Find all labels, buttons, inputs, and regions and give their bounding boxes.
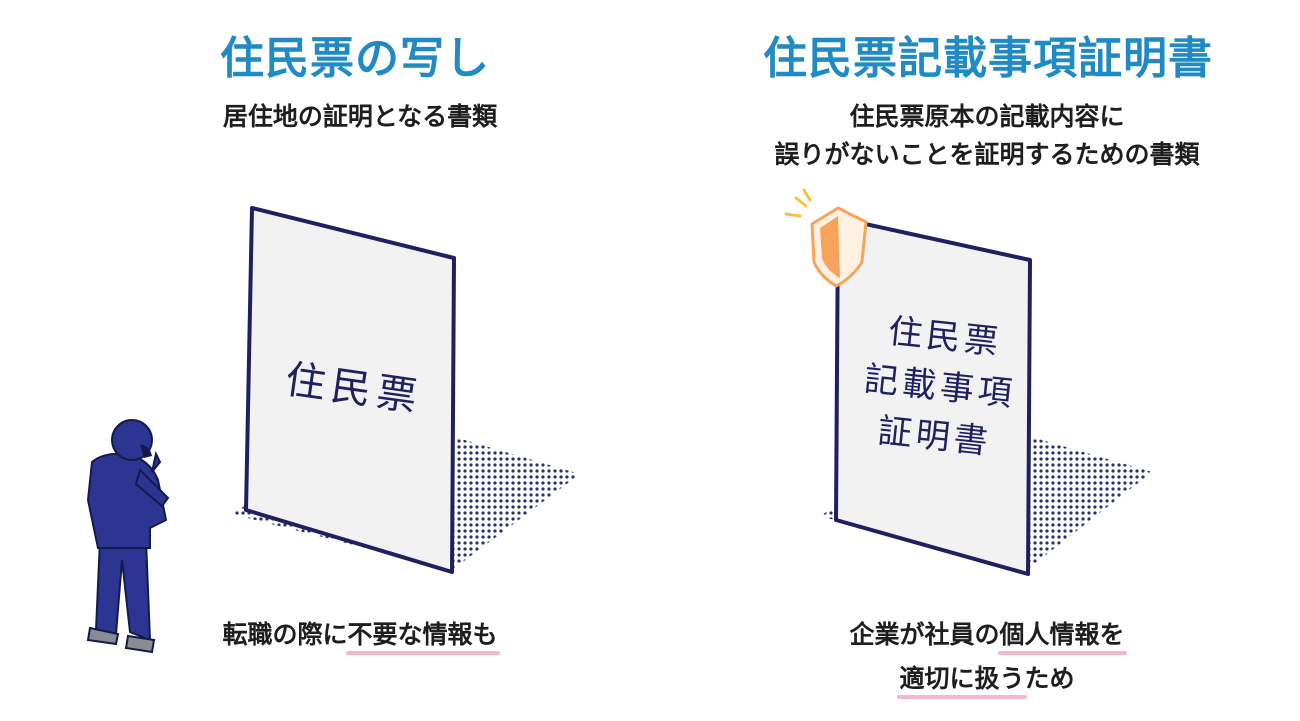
right-document-label: 住民票 記載事項 証明書: [843, 303, 1038, 471]
right-caption-line1-plain: 企業が社員の: [849, 620, 1000, 649]
right-subtitle-line2: 誤りがないことを証明するための書類: [774, 140, 1200, 169]
left-caption-highlight: 不要な情報も: [345, 613, 500, 657]
left-document-label: 住民票: [282, 356, 426, 422]
right-caption-line2-highlight: 適切に扱う: [897, 657, 1027, 701]
right-document: [834, 216, 1032, 576]
right-caption: 企業が社員の個人情報を 適切に扱うため: [662, 613, 1300, 701]
left-panel: 住民票の写し 居住地の証明となる書類 住民票 転職の際に不要な情報も: [220, 33, 500, 655]
right-caption-line1: 企業が社員の個人情報を: [662, 613, 1300, 657]
right-panel: 住民票記載事項証明書 住民票原本の記載内容に 誤りがないことを証明するための書類…: [650, 0, 1300, 721]
person-thinking-icon: [86, 419, 170, 654]
right-caption-line2: 適切に扱うため: [662, 657, 1300, 701]
shield-icon: [784, 188, 868, 288]
left-title: 住民票の写し: [220, 33, 490, 84]
right-title: 住民票記載事項証明書: [763, 33, 1213, 84]
left-document-shadow: [232, 438, 580, 570]
left-caption: 転職の際に不要な情報も: [35, 613, 685, 657]
right-caption-line1-highlight: 個人情報を: [997, 613, 1127, 657]
left-caption-plain: 転職の際に: [222, 620, 348, 649]
left-subtitle: 居住地の証明となる書類: [222, 102, 498, 131]
right-caption-line2-plain: ため: [1024, 664, 1075, 693]
right-subtitle-line1: 住民票原本の記載内容に: [849, 102, 1125, 131]
right-subtitle: 住民票原本の記載内容に 誤りがないことを証明するための書類: [662, 98, 1300, 174]
left-document: [244, 206, 456, 574]
